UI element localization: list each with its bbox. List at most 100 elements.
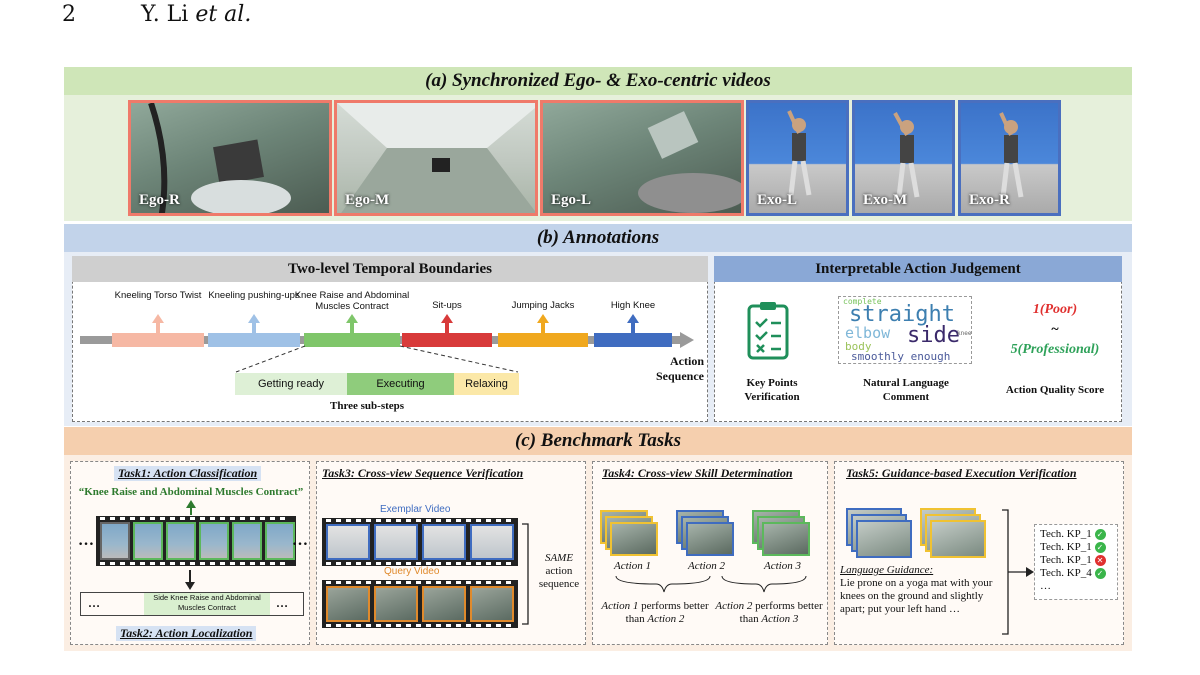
action-segment: [402, 333, 492, 347]
film-hole: [280, 517, 285, 520]
film-hole: [326, 562, 331, 565]
score-poor: 1(Poor): [1032, 302, 1078, 317]
film-hole: [466, 562, 471, 565]
substep-relaxing: Relaxing: [454, 373, 519, 395]
film-hole: [100, 562, 105, 565]
film-hole: [426, 519, 431, 522]
film-hole: [240, 517, 245, 520]
guidance-frame: [930, 520, 986, 558]
timeline-arrow-icon: [680, 332, 694, 348]
section-c-title: (c) Benchmark Tasks: [64, 427, 1132, 455]
film-hole: [496, 562, 501, 565]
check-icon: ✓: [1094, 528, 1106, 540]
film-hole: [386, 581, 391, 584]
film-hole: [486, 581, 491, 584]
exemplar-frame: [470, 524, 514, 560]
film-hole: [396, 624, 401, 627]
film-hole: [416, 562, 421, 565]
film-hole: [200, 562, 205, 565]
film-hole: [376, 562, 381, 565]
checklist-icon: [747, 302, 789, 360]
film-hole: [416, 624, 421, 627]
exo-l-figure: [787, 110, 812, 196]
film-hole: [326, 624, 331, 627]
cloud-word: straight: [849, 302, 955, 327]
task4-title: Task4: Cross-view Skill Determination: [602, 466, 793, 480]
film-hole: [496, 519, 501, 522]
film-hole: [376, 581, 381, 584]
sequence-label: sequence: [538, 578, 580, 590]
video-label: Ego-L: [551, 192, 592, 208]
film-hole: [210, 517, 215, 520]
arrow-shaft: [190, 507, 192, 515]
video-label: Exo-M: [863, 192, 908, 208]
video-ego-r: Ego-R: [128, 100, 332, 216]
action-label: High Knee: [610, 300, 656, 311]
film-hole: [260, 517, 265, 520]
action-arrow-icon: [441, 314, 453, 323]
substep-executing: Executing: [347, 373, 454, 395]
film-hole: [130, 562, 135, 565]
action-arrow-stem: [631, 322, 635, 334]
film-hole: [456, 562, 461, 565]
action-segment: [594, 333, 672, 347]
film-hole: [436, 562, 441, 565]
film-hole: [426, 581, 431, 584]
authors: Y. Li: [141, 2, 189, 27]
score-caption: Action Quality Score: [1005, 384, 1105, 396]
exo-m-figure: [893, 112, 920, 198]
film-hole: [476, 519, 481, 522]
film-hole: [250, 517, 255, 520]
film-hole: [396, 562, 401, 565]
film-hole: [446, 562, 451, 565]
video-exo-r: Exo-R: [958, 100, 1061, 216]
skill-frame: [686, 522, 734, 556]
film-hole: [190, 562, 195, 565]
film-hole: [250, 562, 255, 565]
film-hole: [366, 624, 371, 627]
film-hole: [436, 581, 441, 584]
ellipsis: …: [276, 596, 288, 610]
film-hole: [476, 581, 481, 584]
score-tilde: ~: [1051, 322, 1059, 337]
ego-m-scene: [337, 103, 535, 213]
film-hole: [486, 624, 491, 627]
film-hole: [326, 581, 331, 584]
film-hole: [240, 562, 245, 565]
action-arrow-stem: [350, 322, 354, 334]
task1-title: Task1: Action Classification: [114, 466, 262, 481]
tech-kp-label: Tech. KP_1: [1040, 541, 1095, 553]
film-hole: [466, 581, 471, 584]
arrow-down-shaft: [189, 570, 191, 584]
tech-kp-label: Tech. KP_1: [1040, 554, 1095, 566]
query-frame: [422, 586, 466, 622]
film-hole: [170, 517, 175, 520]
film-hole: [180, 562, 185, 565]
film-hole: [426, 562, 431, 565]
action-label: Knee Raise and Abdominal Muscles Contrac…: [294, 290, 410, 312]
film-hole: [446, 624, 451, 627]
video-frame: [265, 522, 295, 560]
exemplar-frame: [326, 524, 370, 560]
arrow-down-icon: [185, 582, 195, 590]
film-hole: [496, 624, 501, 627]
film-hole: [506, 519, 511, 522]
film-hole: [180, 517, 185, 520]
film-hole: [366, 562, 371, 565]
video-frame: [232, 522, 262, 560]
action-sequence-label: Action Sequence: [656, 354, 704, 383]
check-icon: ✓: [1094, 567, 1106, 579]
substep-getting-ready: Getting ready: [235, 373, 347, 395]
film-hole: [270, 517, 275, 520]
film-hole: [336, 519, 341, 522]
film-hole: [170, 562, 175, 565]
film-hole: [486, 562, 491, 565]
film-hole: [456, 624, 461, 627]
film-hole: [280, 562, 285, 565]
film-hole: [406, 519, 411, 522]
film-hole: [150, 562, 155, 565]
query-frame: [326, 586, 370, 622]
film-hole: [220, 517, 225, 520]
task4-action-3: Action 3: [764, 560, 801, 572]
action-arrow-stem: [445, 322, 449, 334]
